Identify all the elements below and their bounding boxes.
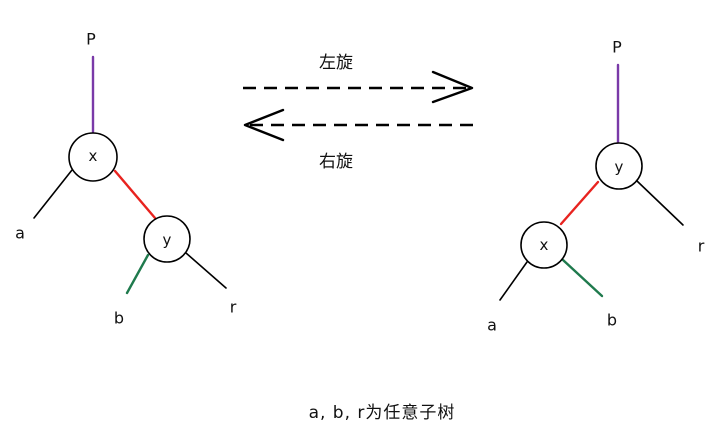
left-node-x-label: x [89,147,98,165]
left-rotate-arrow-head [431,70,474,104]
right-node-y-label: y [615,158,624,176]
caption: a, b, r为任意子树 [309,403,456,423]
right-x-a-edge [499,261,528,301]
left-r-label: r [230,298,237,317]
right-y-r-edge [636,180,684,226]
right-tree: y x P r a b [487,38,705,335]
right-b-label: b [607,311,617,330]
left-x-y-edge [113,169,157,220]
right-parent-label: P [612,38,622,57]
right-x-b-edge [561,258,604,298]
left-node-y-label: y [163,231,172,249]
right-rotate-label: 右旋 [319,152,353,172]
left-b-label: b [114,309,124,328]
right-a-label: a [487,316,497,335]
left-a-label: a [15,224,25,243]
left-node-x [68,132,118,182]
right-node-x-label: x [540,236,549,254]
left-parent-label: P [86,30,96,49]
right-node-x [520,221,568,269]
left-x-a-edge [33,169,73,219]
left-tree: x y P a b r [15,30,237,328]
left-rotate-label: 左旋 [319,53,353,73]
rotate-arrows: 左旋 右旋 [243,53,475,172]
right-rotate-arrow-head [243,108,285,142]
left-y-r-edge [185,252,227,289]
left-y-b-edge [125,253,150,295]
right-node-y [595,142,643,190]
right-y-x-edge [559,180,600,226]
left-node-y [143,215,191,263]
right-r-label: r [698,237,705,256]
